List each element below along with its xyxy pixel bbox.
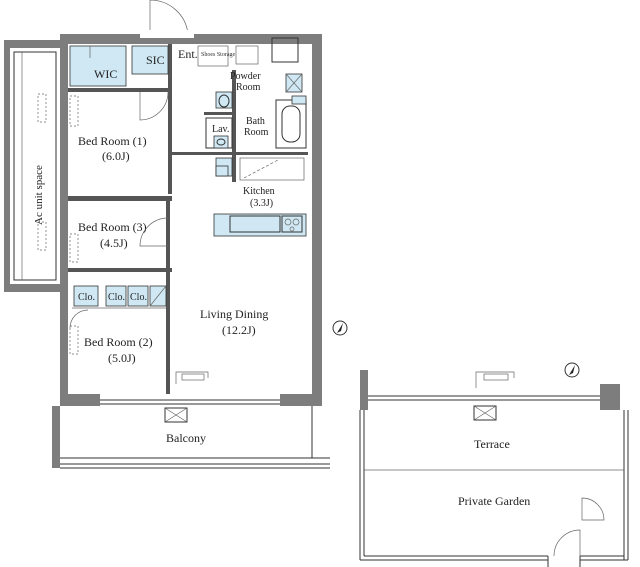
sic-storage [131,45,169,75]
balcony-label: Balcony [166,431,206,445]
north-arrow-icon [332,320,348,336]
bath-bottom-wall [236,152,308,155]
garden-door-swing-icon [581,497,605,521]
ac-left-wall [4,40,10,292]
terrace-drain-icon [473,405,497,421]
closet-2 [105,285,127,307]
terrace-north-arrow-icon [564,362,580,378]
sic-label: SIC [146,53,165,67]
bed-room-3-size: (4.5J) [100,236,128,250]
terrace-unit: Terrace Private Garden [359,362,629,567]
wic-bottom-wall [68,88,172,92]
bath-left-wall [232,70,236,182]
living-dining-name: Living Dining [200,307,268,321]
entrance-door-swing-icon [149,0,189,35]
stove-icon [281,215,303,233]
bottom-wall-left [60,394,100,406]
garden-gate-swing-icon [553,529,581,557]
ac-unit-space [13,51,57,281]
shoes-storage [197,45,229,67]
bed1-bottom-wall [68,196,172,201]
closet-1-label: Clo. [78,292,95,303]
bottom-wall-right [280,394,322,406]
bed3-door-swing-icon [139,217,169,247]
powder-room-label-1: Powder [230,71,261,82]
bed-room-1-size: (6.0J) [102,149,130,163]
bath-room-label-2: Room [244,127,269,138]
top-wall [60,34,322,44]
lavatory-label: Lav. [212,124,229,135]
sink-icon [213,135,229,149]
balcony-drain-icon [164,407,188,423]
bed2-door-swing-icon [69,309,89,329]
bed1-door-swing-icon [139,91,169,121]
private-garden-label: Private Garden [458,494,530,508]
kitchen-counter [213,213,307,237]
terrace-right-wall [600,384,620,410]
closet-3-label: Clo. [130,292,147,303]
powder-wall [204,112,234,115]
bed-room-2-size: (5.0J) [108,351,136,365]
main-unit: Ac unit space WIC SIC Ent. Shoes Storage… [4,0,348,469]
balcony-left-wall [52,406,60,468]
left-wall [60,34,68,406]
toilet-icon [215,91,233,109]
bathtub-icon [275,99,307,149]
ac-top-wall [4,40,60,48]
shoes-storage-label: Shoes Storage [201,52,236,58]
wic-label: WIC [94,67,117,81]
pipe-space [271,37,299,63]
powder-room-label-2: Room [236,82,261,93]
ac-bottom-wall [4,284,60,292]
terrace-label: Terrace [474,437,510,451]
right-wall [312,34,322,406]
bath-room-label-1: Bath [246,116,265,127]
closet-2-label: Clo. [108,292,125,303]
bed-room-3-name: Bed Room (3) [78,220,147,234]
entrance-label: Ent. [178,47,198,61]
living-left-wall [166,200,170,394]
bed3-bottom-wall [68,268,172,272]
kitchen-size: (3.3J) [250,198,273,209]
hall-wall [172,152,232,155]
bed1-right-wall [168,44,172,194]
kitchen-label: Kitchen [243,186,275,197]
closet-3 [127,285,149,307]
wic-storage [69,45,127,87]
terrace-left-wall [360,370,368,410]
bed-room-2-name: Bed Room (2) [84,335,153,349]
ac-unit-space-label: Ac unit space [33,165,45,225]
kitchen-counter-back [239,157,305,181]
air-conditioner-icon [175,371,209,384]
terrace-ac-icon [475,371,515,388]
living-dining-size: (12.2J) [222,323,256,337]
closet-1 [73,285,99,307]
bed-room-1-name: Bed Room (1) [78,134,147,148]
